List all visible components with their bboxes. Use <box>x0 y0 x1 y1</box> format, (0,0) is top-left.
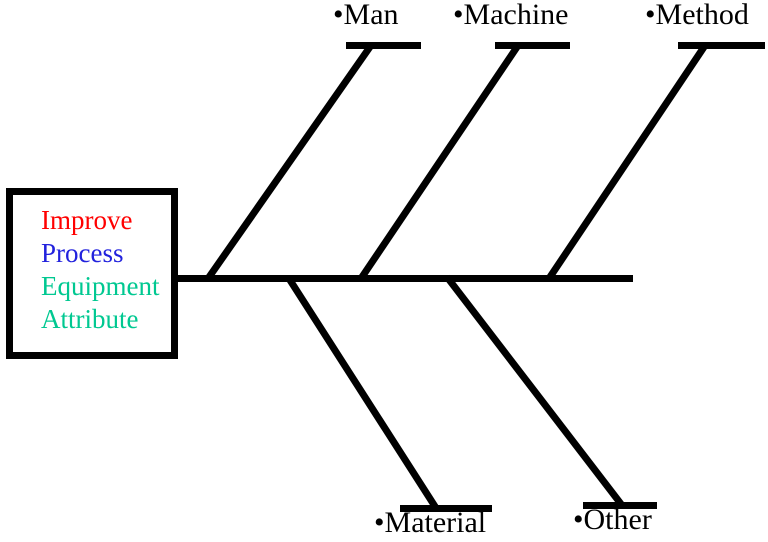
cause-label-other: •Other <box>573 504 652 536</box>
branch-line-method <box>545 42 709 282</box>
cause-label-man: •Man <box>333 0 399 31</box>
bullet-icon: • <box>333 0 344 31</box>
effect-box-line-equipment: Equipment <box>41 271 160 301</box>
effect-box-line-attribute: Attribute <box>41 304 139 334</box>
cause-label-other-text: Other <box>583 503 652 536</box>
cause-label-method-text: Method <box>655 0 749 31</box>
branch-line-material <box>285 275 439 510</box>
cause-label-material: •Material <box>374 507 486 539</box>
bullet-icon: • <box>374 506 385 539</box>
effect-box: Improve Process Equipment Attribute <box>6 188 178 359</box>
branch-line-other <box>444 274 624 507</box>
cause-label-man-text: Man <box>343 0 399 31</box>
bullet-icon: • <box>645 0 656 31</box>
bullet-icon: • <box>573 503 584 536</box>
branch-line-man <box>204 41 375 283</box>
effect-box-line-process: Process <box>41 238 124 268</box>
cause-label-machine-text: Machine <box>463 0 569 31</box>
effect-box-line-improve: Improve <box>41 205 133 235</box>
cause-label-machine: •Machine <box>453 0 568 31</box>
branch-line-machine <box>357 42 522 282</box>
bullet-icon: • <box>453 0 464 31</box>
cause-label-material-text: Material <box>384 506 487 539</box>
cause-label-method: •Method <box>645 0 749 31</box>
